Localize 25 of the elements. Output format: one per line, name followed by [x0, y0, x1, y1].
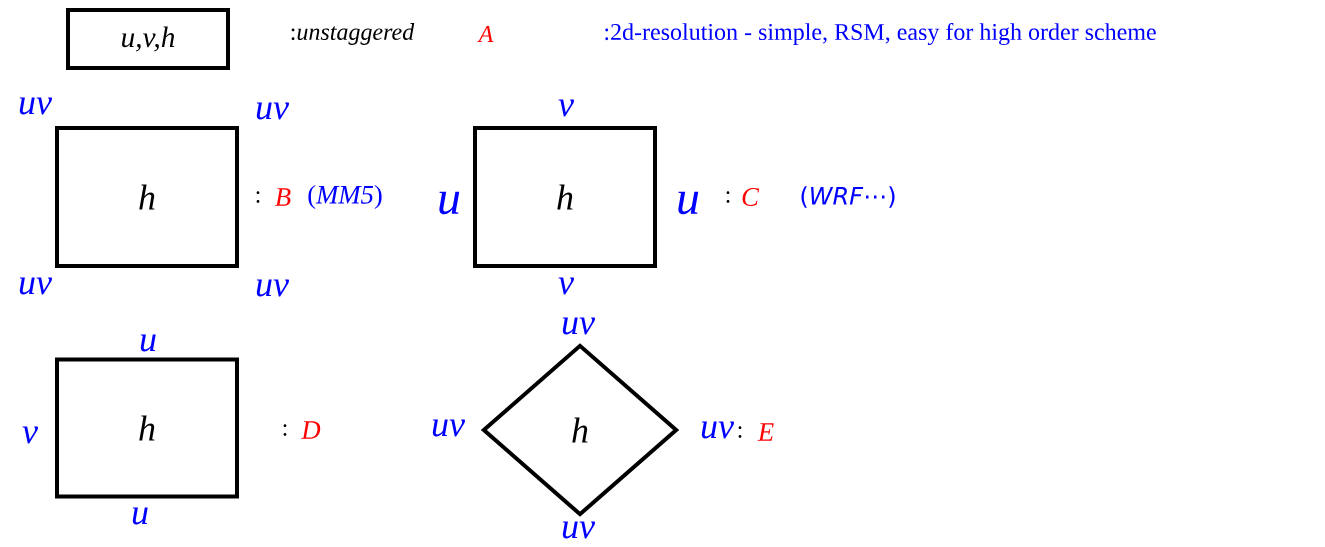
scheme-letter: E	[757, 423, 774, 441]
grid-cell-box: h	[55, 126, 239, 268]
variable-label: uv	[256, 102, 289, 120]
variable-label: u	[439, 191, 460, 215]
model-note: (WRF⋯)	[801, 186, 895, 208]
model-note: (MM5)	[308, 184, 382, 210]
variable-label: u	[678, 191, 699, 215]
legend-note: :2d-resolution - simple, RSM, easy for high order scheme	[605, 22, 1156, 46]
legend-note: :unstaggered	[291, 23, 415, 45]
scheme-letter: A	[477, 26, 494, 42]
grid-cell-box: h	[55, 357, 239, 499]
scheme-letter: B	[275, 188, 291, 206]
grid-cell-box: h	[473, 126, 657, 268]
scheme-letter: D	[301, 421, 321, 439]
scheme-letter: C	[742, 188, 760, 206]
colon-mark: :	[283, 424, 287, 436]
legend-box: u,v,h	[66, 8, 230, 70]
variable-label: uv	[19, 97, 52, 115]
variable-label: v	[558, 277, 574, 295]
variable-label: uv	[256, 279, 289, 297]
colon-mark: :	[726, 191, 730, 203]
variable-label: uv	[562, 317, 595, 335]
variable-label: u	[140, 334, 156, 352]
colon-mark: :	[738, 426, 742, 438]
variable-label: uv	[19, 277, 52, 295]
